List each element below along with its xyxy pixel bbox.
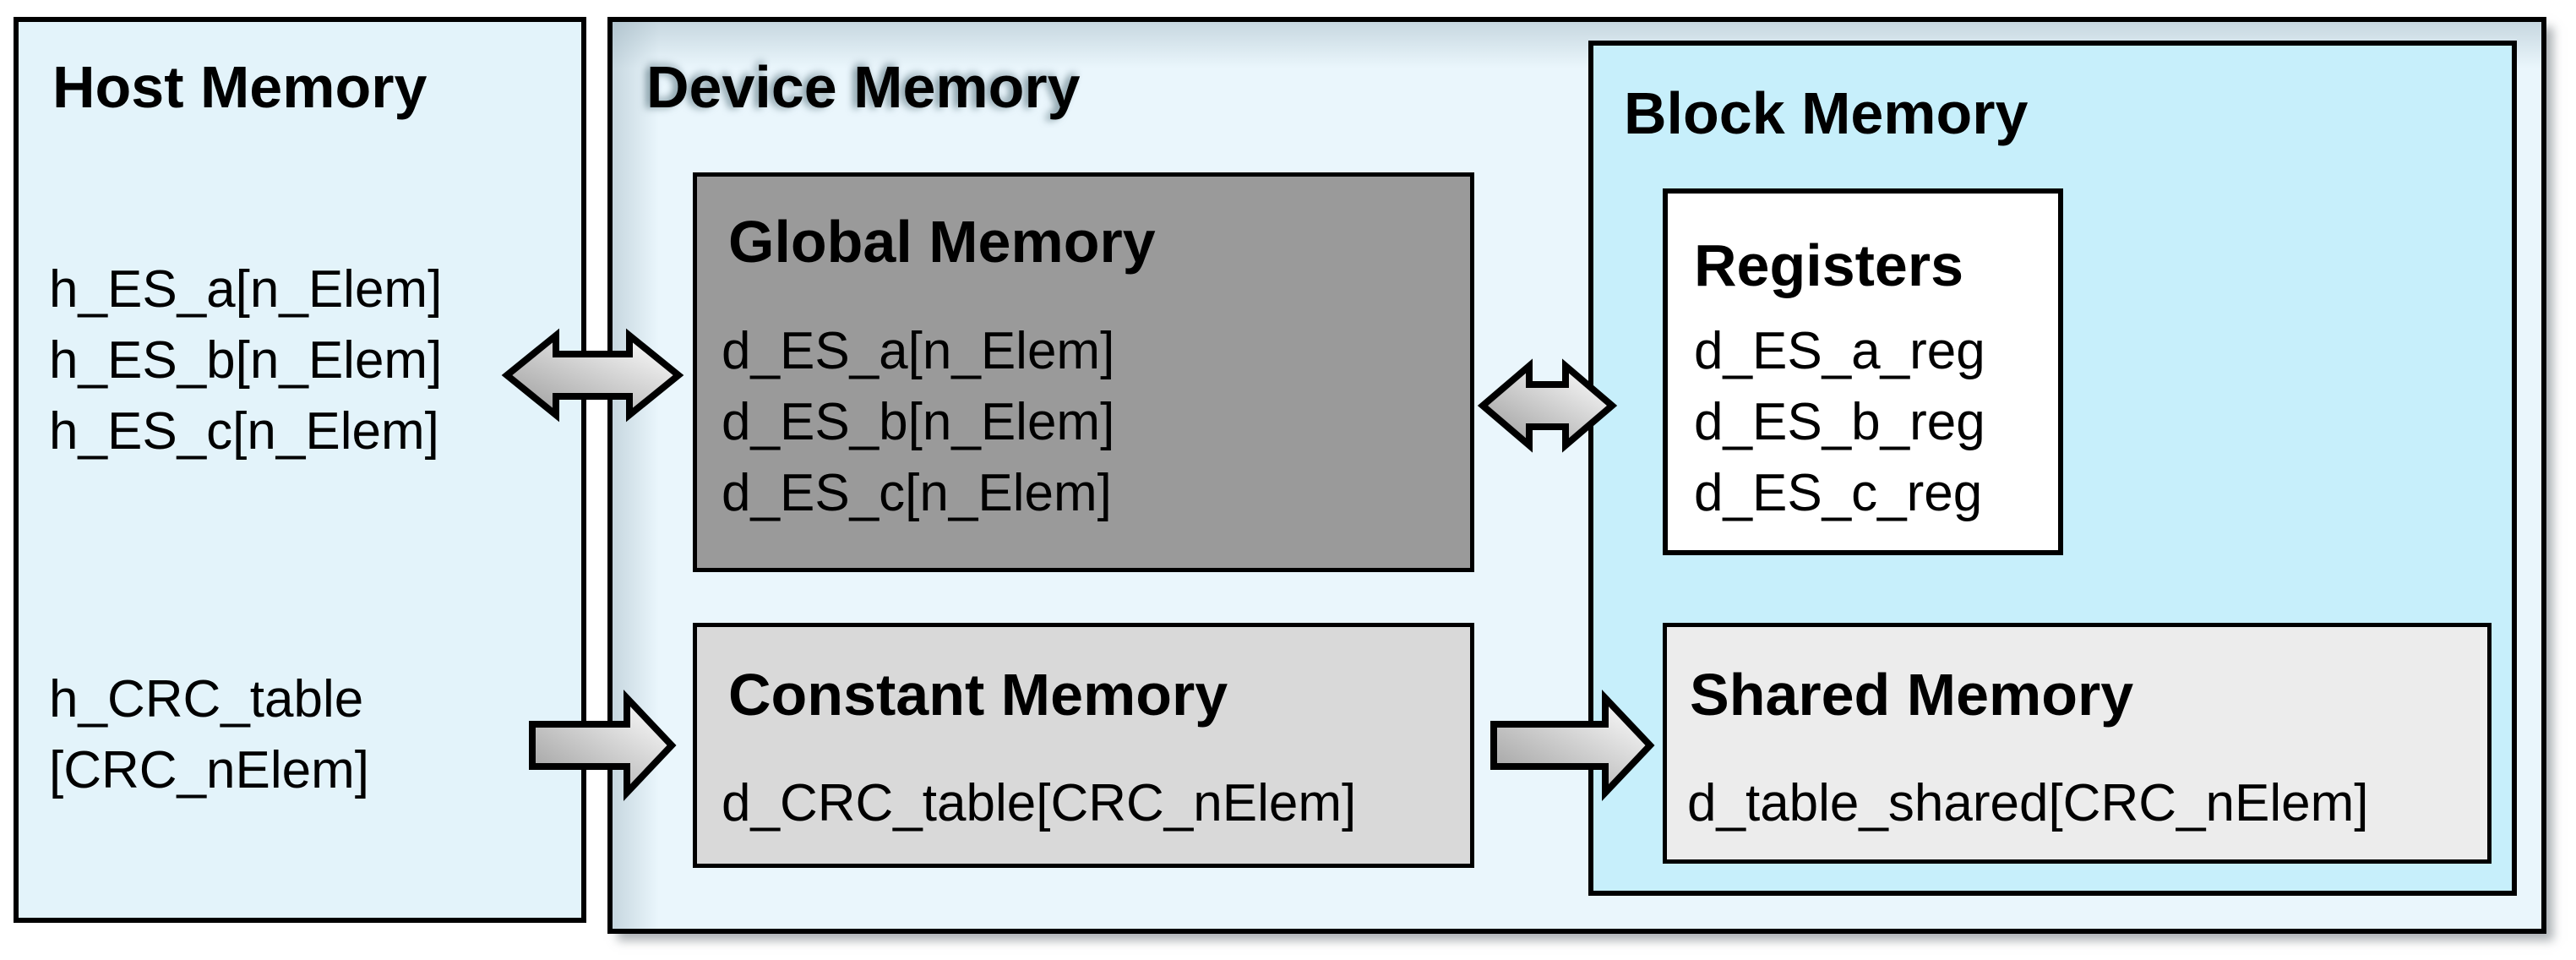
host-memory-title: Host Memory (52, 54, 428, 120)
constant-memory-box (693, 623, 1474, 868)
global-registers-double-arrow-icon (1477, 358, 1618, 453)
global-var-c: d_ES_c[n_Elem] (722, 464, 1112, 522)
host-es-var-b: h_ES_b[n_Elem] (49, 331, 443, 390)
host-crc-var-line2: [CRC_nElem] (49, 741, 369, 799)
global-memory-box (693, 172, 1474, 572)
host-global-double-arrow-icon (501, 328, 684, 423)
shared-memory-box (1663, 623, 2492, 864)
register-var-a: d_ES_a_reg (1694, 322, 1985, 380)
block-memory-title: Block Memory (1624, 80, 2029, 146)
host-constant-arrow-icon (529, 689, 677, 802)
shared-memory-title: Shared Memory (1690, 662, 2134, 728)
global-var-b: d_ES_b[n_Elem] (722, 393, 1115, 451)
global-memory-title: Global Memory (728, 209, 1156, 275)
constant-var-table: d_CRC_table[CRC_nElem] (722, 774, 1357, 832)
constant-memory-title: Constant Memory (728, 662, 1228, 728)
device-memory-title: Device Memory (646, 54, 1081, 120)
host-es-var-c: h_ES_c[n_Elem] (49, 402, 439, 461)
host-es-variables: h_ES_a[n_Elem] h_ES_b[n_Elem] h_ES_c[n_E… (49, 254, 442, 467)
global-memory-variables: d_ES_a[n_Elem] d_ES_b[n_Elem] d_ES_c[n_E… (722, 316, 1114, 529)
shared-memory-variables: d_table_shared[CRC_nElem] (1687, 768, 2368, 839)
host-crc-var-line1: h_CRC_table (49, 670, 364, 728)
registers-title: Registers (1694, 232, 1964, 298)
global-var-a: d_ES_a[n_Elem] (722, 322, 1115, 380)
host-memory-box (14, 17, 586, 923)
host-es-var-a: h_ES_a[n_Elem] (49, 260, 443, 319)
constant-shared-arrow-icon (1490, 689, 1655, 802)
shared-var-table: d_table_shared[CRC_nElem] (1687, 774, 2369, 832)
registers-box (1663, 188, 2063, 555)
register-var-c: d_ES_c_reg (1694, 464, 1983, 522)
constant-memory-variables: d_CRC_table[CRC_nElem] (722, 768, 1356, 839)
registers-variables: d_ES_a_reg d_ES_b_reg d_ES_c_reg (1694, 316, 1985, 529)
register-var-b: d_ES_b_reg (1694, 393, 1985, 451)
host-crc-variable: h_CRC_table [CRC_nElem] (49, 664, 369, 806)
